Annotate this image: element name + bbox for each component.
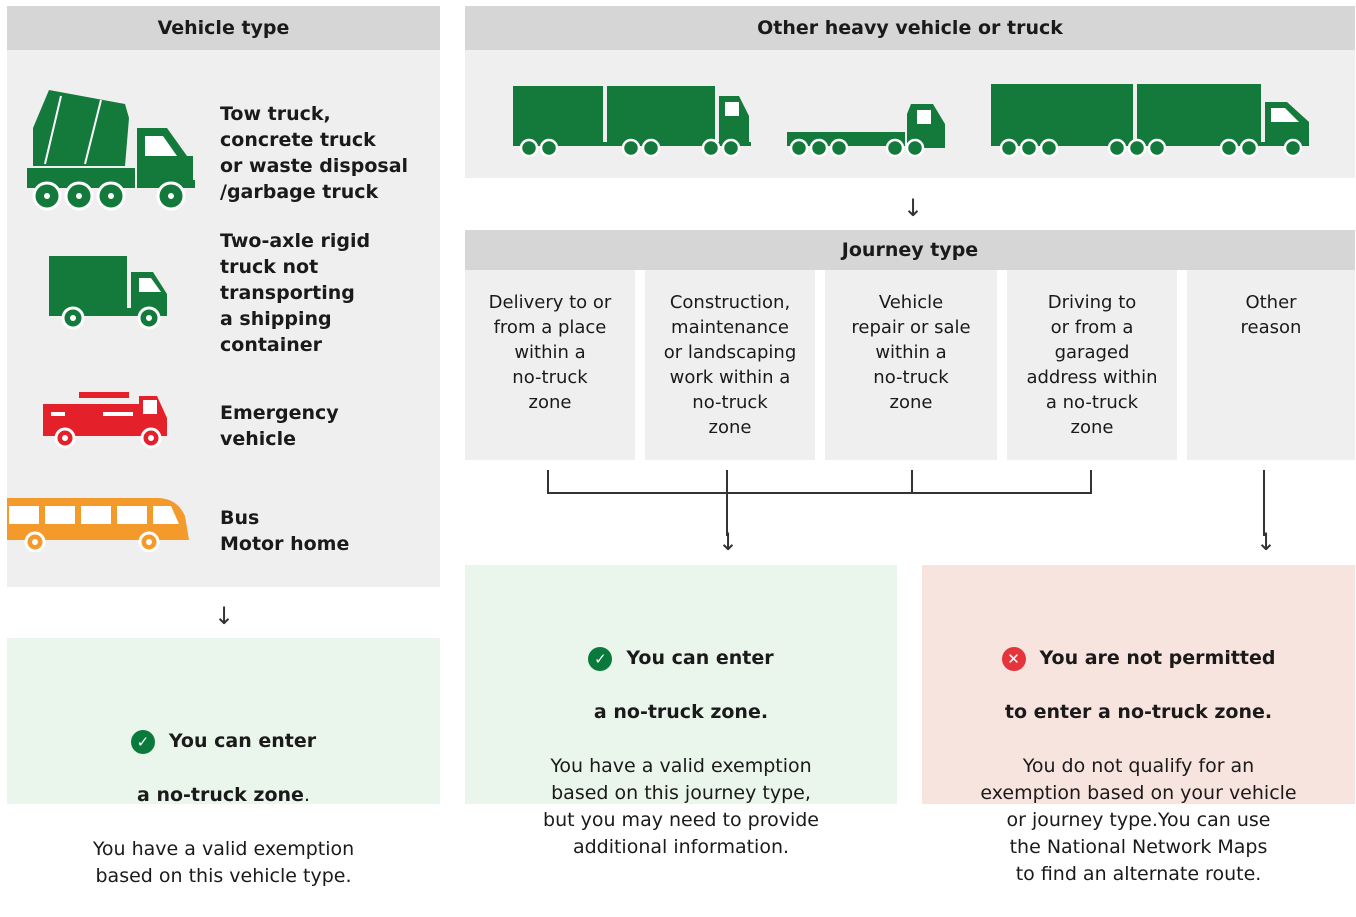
- flatbed-truck-icon: [787, 104, 945, 158]
- journey-other-arrow: ↓: [1256, 528, 1277, 556]
- vehicle-type-label-bus: Bus Motor home: [220, 507, 350, 555]
- not-permitted-result: ✕You are not permitted to enter a no-tru…: [922, 565, 1355, 885]
- journey-type-vehicle-repair: Vehicle repair or sale within a no-truck…: [825, 270, 997, 460]
- vehicle-type-label-tow: Tow truck, concrete truck or waste dispo…: [220, 103, 409, 203]
- concrete-truck-icon: [27, 90, 195, 211]
- bus-icon: [7, 498, 189, 552]
- b-double-truck-icon: [513, 86, 751, 158]
- check-icon: ✓: [588, 646, 613, 671]
- heavy-flow-arrow: ↓: [903, 194, 924, 222]
- journey-exemption-result: ✓You can enter a no-truck zone. You have…: [465, 565, 897, 858]
- journey-type-header: Journey type: [465, 230, 1355, 270]
- vehicle-type-header: Vehicle type: [7, 6, 440, 50]
- vehicle-type-title: Vehicle type: [157, 17, 290, 39]
- journey-type-delivery: Delivery to or from a place within a no-…: [465, 270, 635, 460]
- not-permitted-title: ✕You are not permitted to enter a no-tru…: [922, 618, 1355, 726]
- rigid-truck-icon: [49, 256, 167, 330]
- journey-result-body: You have a valid exemption based on this…: [543, 755, 819, 858]
- journey-type-title: Journey type: [841, 239, 979, 261]
- vehicle-result-body: You have a valid exemption based on this…: [92, 838, 355, 887]
- fire-truck-icon: [43, 392, 167, 449]
- vehicle-type-panel: Tow truck, concrete truck or waste dispo…: [7, 50, 440, 587]
- journey-ok-arrow: ↓: [718, 528, 739, 556]
- vehicle-type-label-emergency: Emergency vehicle: [220, 402, 339, 450]
- heavy-vehicle-title: Other heavy vehicle or truck: [757, 17, 1063, 39]
- road-train-icon: [991, 84, 1309, 158]
- vehicle-result-title: ✓You can enter a no-truck zone.: [7, 701, 440, 809]
- not-permitted-body: You do not qualify for an exemption base…: [980, 755, 1297, 885]
- vehicle-type-label-rigid: Two-axle rigid truck not transporting a …: [220, 230, 371, 356]
- vehicle-exemption-result: ✓You can enter a no-truck zone. You have…: [7, 638, 440, 887]
- journey-type-construction: Construction, maintenance or landscaping…: [645, 270, 815, 460]
- vehicle-flow-arrow: ↓: [214, 602, 235, 630]
- journey-type-garaged-address: Driving to or from a garaged address wit…: [1007, 270, 1177, 460]
- journey-result-title: ✓You can enter a no-truck zone.: [465, 618, 897, 726]
- cross-icon: ✕: [1001, 646, 1026, 671]
- journey-type-other-reason: Other reason: [1187, 270, 1355, 460]
- heavy-vehicle-header: Other heavy vehicle or truck: [465, 6, 1355, 50]
- heavy-vehicle-panel: [465, 50, 1355, 178]
- check-icon: ✓: [130, 729, 155, 754]
